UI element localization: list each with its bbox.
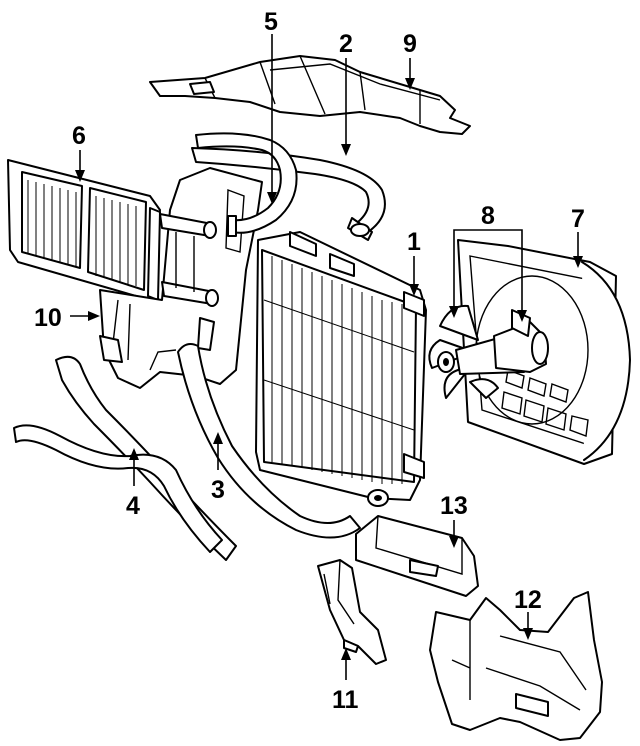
part-9-upper-deflector — [149, 55, 471, 135]
callout-6: 6 — [72, 122, 86, 150]
callout-7: 7 — [571, 205, 585, 233]
callout-4: 4 — [126, 492, 140, 520]
part-13-lower-deflector — [355, 515, 479, 597]
part-1-radiator — [255, 231, 427, 507]
part-10-heater-case — [99, 167, 263, 389]
callout-8: 8 — [481, 202, 495, 230]
part-12-splash-shield — [429, 591, 603, 741]
callout-10: 10 — [34, 304, 62, 332]
callout-12: 12 — [514, 586, 542, 614]
part-6-heater-core — [7, 159, 161, 301]
part-11-bracket — [317, 559, 387, 665]
part-2-upper-hose — [191, 147, 386, 241]
leader-lines — [70, 34, 583, 680]
callout-9: 9 — [403, 30, 417, 58]
part-8-fan-and-motor — [428, 304, 549, 399]
callout-3: 3 — [211, 476, 225, 504]
callout-1: 1 — [407, 228, 421, 256]
callout-13: 13 — [440, 492, 468, 520]
part-5-heater-hose — [195, 132, 298, 237]
callout-2: 2 — [339, 30, 353, 58]
callout-5: 5 — [264, 8, 278, 36]
callout-11: 11 — [332, 686, 359, 714]
part-4-long-hose — [13, 355, 237, 561]
